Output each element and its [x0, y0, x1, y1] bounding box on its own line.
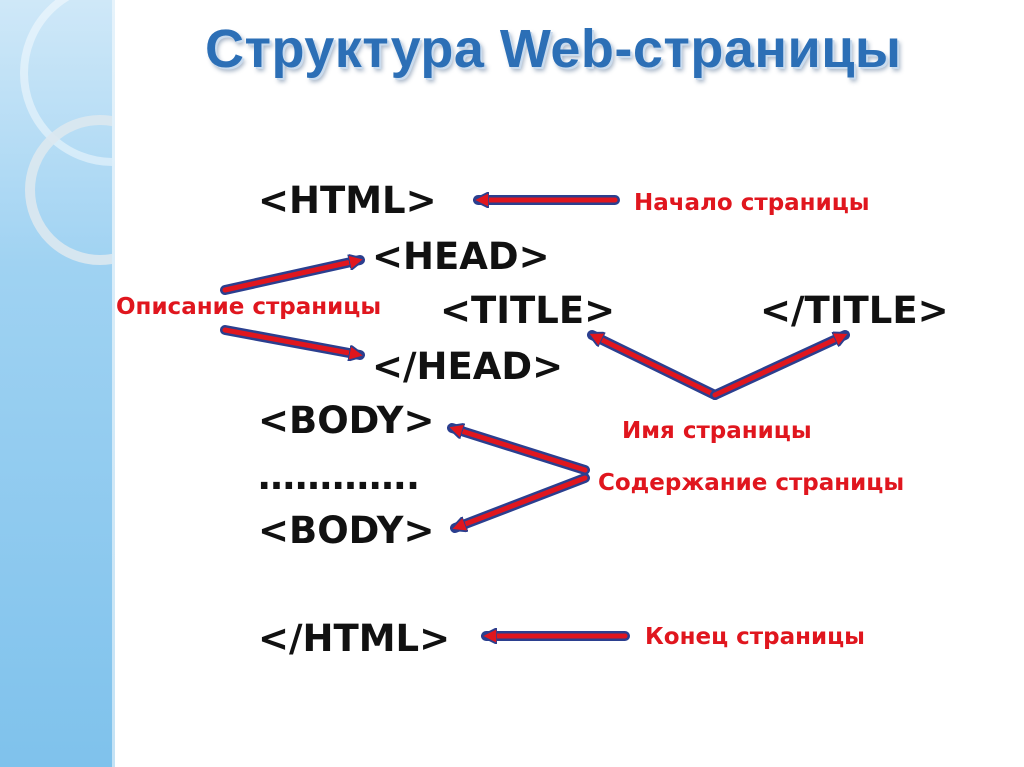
code-head-open: <HEAD> — [372, 235, 550, 278]
slide-title: Структура Web-страницы — [205, 19, 902, 79]
arrow-description-head-close — [220, 325, 360, 355]
sidebar-edge — [112, 0, 115, 767]
arrow-content-body-open — [452, 428, 590, 475]
label-page-end: Конец страницы — [645, 624, 865, 650]
code-html-open: <HTML> — [258, 179, 437, 222]
label-page-name: Имя страницы — [622, 418, 812, 444]
arrow-name-title-open — [592, 330, 720, 400]
decorative-sidebar — [0, 0, 112, 767]
code-dots: …………. — [258, 455, 421, 498]
arrow-content-body-close — [455, 473, 590, 533]
code-html-close: </HTML> — [258, 617, 451, 660]
label-page-description: Описание страницы — [116, 294, 382, 320]
code-title-open: <TITLE> — [440, 289, 616, 332]
code-head-close: </HEAD> — [372, 345, 564, 388]
label-page-start: Начало страницы — [634, 190, 870, 216]
code-body-open: <BODY> — [258, 399, 435, 442]
code-title-close: </TITLE> — [760, 289, 949, 332]
arrow-description-head — [220, 260, 360, 295]
label-page-content: Содержание страницы — [598, 470, 905, 496]
code-body-close: <BODY> — [258, 509, 435, 552]
arrow-name-title-close — [710, 330, 845, 400]
